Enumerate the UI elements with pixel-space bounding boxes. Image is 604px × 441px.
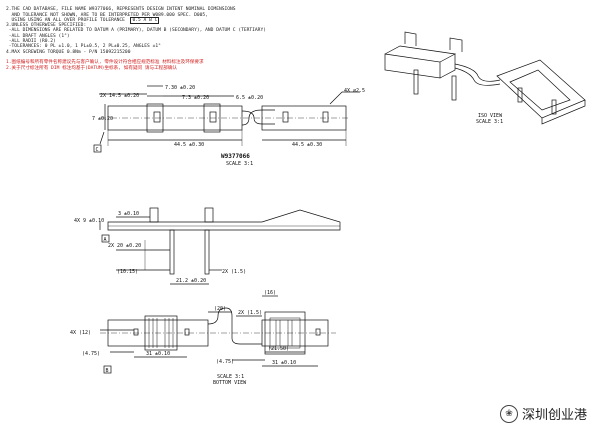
datum-a-letter: A xyxy=(104,237,107,243)
part-number: W9377066 xyxy=(221,153,250,160)
dim-label: (20) xyxy=(214,306,226,312)
top-view-left-slot xyxy=(153,111,161,123)
dim-label: 6.5 ±0.20 xyxy=(236,95,263,101)
bottom-view-hole-3 xyxy=(315,328,321,336)
dim-label: 21.2 ±0.20 xyxy=(176,278,206,284)
red-note-line: 1.图纸编号和所有零件名称建议先与客户确认, 零件设计符合相应规范标准 材料标注… xyxy=(6,60,204,66)
top-view-scale: SCALE 3:1 xyxy=(226,161,253,167)
iso-view xyxy=(384,31,586,125)
iso-left-top xyxy=(384,45,457,63)
bottom-view xyxy=(100,295,336,374)
watermark-text: 深圳创业港 xyxy=(522,408,588,423)
watermark: ❀ 深圳创业港 xyxy=(500,404,587,423)
dim-label: 4X (12) xyxy=(70,330,91,336)
wechat-logo-icon: ❀ xyxy=(500,404,518,423)
bottom-view-name: BOTTOM VIEW xyxy=(213,380,247,386)
note-line: USING USING AN ALL OVER PROFILE TOLERANC… xyxy=(6,16,160,24)
note-line: -ALL DRAFT ANGLES (1°) xyxy=(6,33,70,39)
dim-label: 7 ±0.20 xyxy=(92,116,113,122)
datum-c-frame xyxy=(93,144,102,153)
side-view-post-2 xyxy=(204,207,214,223)
side-view xyxy=(99,207,341,285)
top-view-link-inner xyxy=(241,109,275,126)
dim-label: 2X 14.5 ±0.20 xyxy=(100,93,139,99)
dim-label: 44.5 ±0.30 xyxy=(174,142,204,148)
dim-label: 31 ±0.10 xyxy=(146,351,170,357)
iso-post-right xyxy=(449,37,463,52)
dim-label: (4.75) xyxy=(216,359,234,365)
dim-label: (16) xyxy=(264,290,276,296)
bottom-view-scale: SCALE 3:1 xyxy=(217,374,244,380)
iso-link xyxy=(454,63,501,82)
top-view-link xyxy=(241,110,275,125)
top-view xyxy=(93,85,360,153)
dim-label: 7.30 ±0.20 xyxy=(165,85,195,91)
iso-pin-1 xyxy=(413,69,419,95)
datum-c-leader xyxy=(99,131,105,145)
note-line: AND TOLERANCE NOT SHOWN, ARE TO BE INTER… xyxy=(6,12,208,18)
note-line: 4.MAX SCREWING TORQUE 0.8Nm - P/N 150922… xyxy=(6,49,131,55)
dim-label: 4X 9 ±0.10 xyxy=(74,218,104,224)
datum-c-letter: C xyxy=(96,147,99,153)
iso-view-label: ISO VIEW xyxy=(478,113,503,119)
iso-left-side xyxy=(439,54,456,79)
note-line: 2.THE CAD DATABASE, FILE NAME W9377066, … xyxy=(6,7,236,13)
dim-label: (10.15) xyxy=(117,269,138,275)
bottom-view-hole-1 xyxy=(133,328,139,336)
side-view-body xyxy=(107,209,341,231)
top-view-right-slot-1 xyxy=(282,111,289,123)
iso-left-block xyxy=(384,53,441,79)
bottom-view-link xyxy=(207,307,262,345)
iso-pin-2 xyxy=(451,75,457,101)
dim-label: 2X (1.5) xyxy=(222,269,246,275)
leader-line xyxy=(329,91,343,105)
note-line: -TOLERANCES: 0 PL ±1.0, 1 PL±0.5, 2 PL±0… xyxy=(6,44,161,50)
datum-a-frame xyxy=(101,234,110,243)
iso-post-left xyxy=(404,31,417,46)
side-view-post-1 xyxy=(149,207,159,223)
note-line: 3.UNLESS OTHERWISE SPECIFIED: xyxy=(6,23,87,29)
tolerance-frame: 0.5 A B C xyxy=(130,16,160,24)
dim-label: (21.50) xyxy=(268,346,289,352)
iso-right-window xyxy=(509,69,571,111)
dim-label: 2X 20 ±0.20 xyxy=(108,243,141,249)
iso-right-side xyxy=(541,100,586,125)
dim-label: 3 ±0.10 xyxy=(118,211,139,217)
note-line: -ALL RADII (R0.2) xyxy=(6,39,56,45)
iso-view-scale: SCALE 3:1 xyxy=(476,119,503,125)
side-view-pin-2 xyxy=(204,229,210,275)
datum-b-letter: B xyxy=(106,368,109,374)
dim-label: 7.3 ±0.20 xyxy=(182,95,209,101)
dim-label: 2X (1.5) xyxy=(238,310,262,316)
dim-label: (4.75) xyxy=(82,351,100,357)
iso-link-inner xyxy=(454,67,501,86)
top-view-right-slot-2 xyxy=(322,111,329,123)
bottom-view-hole-2 xyxy=(184,328,190,336)
iso-pin-4 xyxy=(551,99,557,115)
top-view-right-slot xyxy=(209,111,217,123)
red-note-line: 2.关于尺寸标注所有 DIM 标注均基于(DATUM)坐标系, 如有疑问 请与工… xyxy=(6,65,178,71)
general-notes: 2.THE CAD DATABASE, FILE NAME W9377066, … xyxy=(6,2,266,76)
dim-label: 31 ±0.10 xyxy=(272,360,296,366)
dim-label: 4X ⌀2.5 xyxy=(344,88,365,94)
iso-pin-3 xyxy=(517,87,523,103)
note-line: -ALL DIMENSIONS ARE RELATED TO DATUM A (… xyxy=(6,28,266,34)
side-view-pin-1 xyxy=(169,229,175,275)
datum-b-frame xyxy=(103,365,112,374)
dimension-labels: 7.30 ±0.20 7.3 ±0.20 6.5 ±0.20 2X 14.5 ±… xyxy=(70,85,503,386)
dim-label: 44.5 ±0.30 xyxy=(292,142,322,148)
